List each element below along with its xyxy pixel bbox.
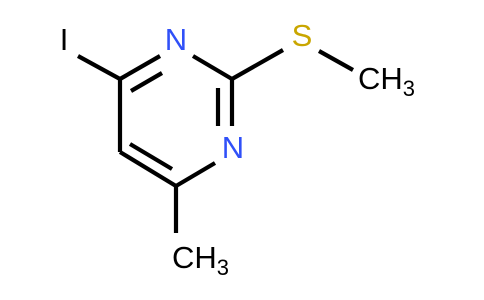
bond-s-methyl bbox=[317, 49, 355, 72]
methyl-group-label: CH3 bbox=[172, 240, 229, 280]
bond-c2-s bbox=[230, 48, 285, 81]
bond-n1-c6 bbox=[174, 161, 217, 188]
nitrogen-right-label: N bbox=[222, 130, 244, 165]
methylthio-group-label: CH3 bbox=[358, 61, 415, 101]
bond-c6-c5-double bbox=[128, 142, 174, 171]
sulfur-label: S bbox=[292, 18, 313, 53]
bond-n3-c2 bbox=[191, 54, 234, 81]
atom-labels: I N N S CH3 CH3 bbox=[60, 18, 415, 280]
nitrogen-top-label: N bbox=[165, 22, 187, 57]
bond-c4-n3-double bbox=[129, 71, 164, 93]
bond-i-c4 bbox=[76, 54, 122, 81]
iodine-label: I bbox=[60, 22, 69, 57]
bonds bbox=[76, 48, 355, 233]
bond-c4-n3 bbox=[118, 54, 162, 81]
bond-c6-c5 bbox=[118, 150, 178, 188]
